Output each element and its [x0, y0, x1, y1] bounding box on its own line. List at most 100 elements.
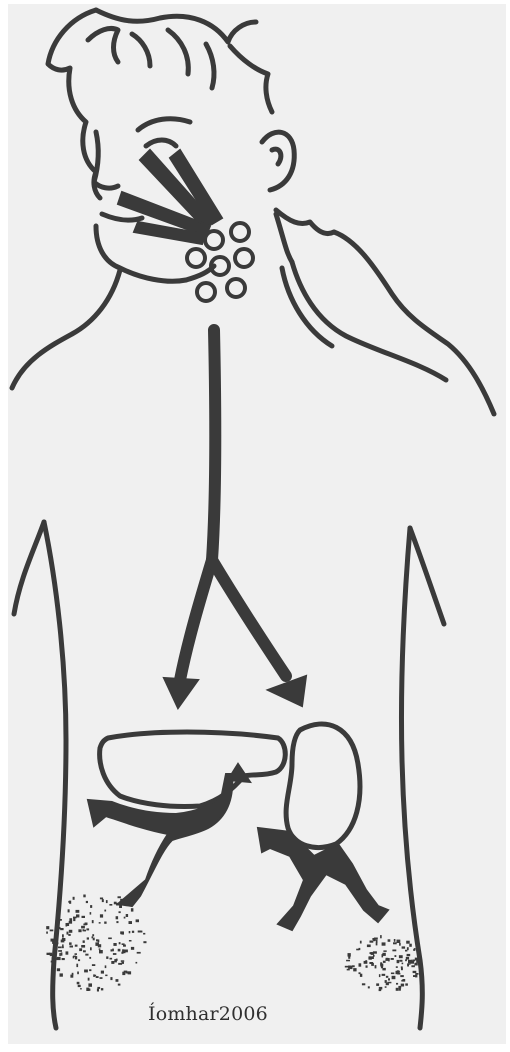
speckle: [382, 974, 386, 976]
speckle: [369, 956, 372, 959]
speckle: [89, 957, 91, 959]
speckle: [370, 941, 374, 943]
speckle: [92, 964, 95, 966]
speckle: [88, 983, 92, 986]
speckle: [364, 961, 368, 964]
speckle: [392, 976, 396, 979]
speckle: [371, 963, 374, 966]
speckle: [407, 964, 409, 967]
speckle: [73, 956, 76, 958]
speckle: [129, 931, 131, 933]
speckle: [97, 989, 99, 992]
speckle: [68, 909, 70, 912]
speckle: [397, 940, 401, 943]
speckle: [401, 980, 403, 982]
speckle: [417, 955, 419, 957]
speckle: [50, 954, 53, 956]
speckle: [352, 965, 355, 967]
speckle: [86, 928, 89, 930]
speckle: [59, 953, 61, 956]
speckle: [346, 960, 350, 962]
speckle: [391, 973, 394, 975]
speckle: [388, 978, 390, 980]
speckle: [109, 904, 112, 906]
speckle: [119, 905, 122, 908]
speckle: [362, 983, 365, 985]
speckle: [143, 941, 146, 943]
speckle: [110, 977, 112, 980]
speckle: [81, 945, 85, 948]
speckle: [86, 901, 88, 903]
speckle: [59, 919, 62, 921]
speckle: [116, 921, 118, 923]
speckle: [407, 954, 411, 956]
speckle: [67, 932, 69, 935]
speckle: [385, 986, 387, 988]
speckle: [398, 986, 401, 989]
speckle: [102, 899, 104, 902]
speckle: [90, 912, 92, 915]
speckle: [400, 975, 404, 977]
speckle: [367, 945, 371, 948]
speckle: [73, 897, 75, 900]
speckle: [395, 955, 397, 957]
speckle: [128, 971, 132, 974]
speckle: [106, 900, 108, 903]
speckle: [360, 974, 362, 977]
speckle: [96, 976, 99, 978]
speckle: [420, 966, 422, 969]
speckle: [60, 973, 63, 976]
speckle: [93, 938, 95, 941]
speckle: [388, 939, 391, 942]
speckle: [56, 958, 59, 960]
speckle: [66, 923, 68, 927]
speckle: [60, 928, 63, 930]
speckle: [57, 968, 60, 971]
speckle: [75, 945, 78, 947]
speckle: [379, 974, 381, 977]
speckle: [137, 952, 141, 954]
speckle: [122, 972, 125, 975]
speckle: [411, 960, 413, 963]
speckle: [50, 930, 54, 932]
speckle: [415, 975, 417, 978]
speckle: [84, 970, 88, 973]
speckle: [83, 950, 86, 952]
speckle: [122, 962, 125, 964]
speckle: [398, 971, 400, 973]
speckle: [123, 945, 126, 947]
speckle: [85, 954, 88, 956]
speckle: [52, 957, 55, 959]
speckle: [387, 982, 391, 984]
speckle: [57, 942, 59, 944]
speckle: [87, 937, 89, 939]
speckle: [360, 941, 362, 944]
speckle: [99, 922, 101, 924]
speckle: [407, 947, 409, 950]
speckle: [411, 965, 415, 967]
speckle: [140, 931, 142, 933]
speckle: [116, 916, 119, 919]
speckle: [396, 966, 398, 968]
speckle: [121, 960, 124, 962]
speckle: [55, 920, 59, 923]
speckle: [393, 942, 397, 944]
speckle: [413, 960, 415, 962]
speckle: [136, 919, 139, 922]
artist-signature: Íomhar2006: [148, 1003, 268, 1025]
speckle: [99, 948, 101, 950]
speckle: [131, 908, 134, 911]
speckle: [401, 966, 403, 968]
speckle: [380, 935, 382, 938]
speckle: [380, 962, 382, 965]
speckle: [353, 968, 356, 971]
speckle: [62, 938, 66, 941]
speckle: [77, 982, 80, 985]
speckle: [108, 938, 112, 940]
speckle: [70, 975, 73, 978]
speckle: [392, 950, 396, 952]
speckle: [100, 977, 103, 979]
speckle: [98, 944, 101, 947]
speckle: [90, 947, 92, 950]
speckle: [119, 942, 121, 944]
